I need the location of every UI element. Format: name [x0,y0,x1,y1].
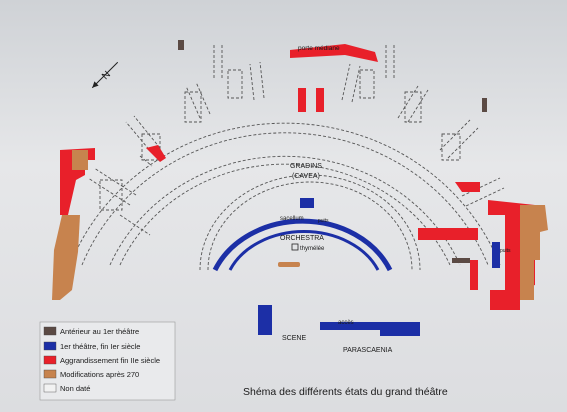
orchestra-ring [199,174,500,336]
sacellum-label: sacellum [280,216,304,222]
legend-item-first: 1er théâtre, fin Ier siècle [43,341,140,351]
legend-label: Modifications après 270 [60,370,139,379]
legend-item-modified: Modifications après 270 [43,369,139,379]
legend-item-undated: Non daté [43,383,90,393]
legend: Antérieur au 1er théâtre 1er théâtre, fi… [39,321,176,401]
legend-item-enlarged: Aggrandissement fin IIe siècle [43,355,160,365]
orchestra-label: ORCHESTRA [280,235,324,242]
cavea-label: (CAVEA) [292,173,320,180]
outer-cavea-walls [69,122,501,266]
chambers [99,69,461,211]
ochre-walls [52,150,548,300]
porte-mediane-label: porte médiane [298,45,340,52]
legend-label: Non daté [60,384,90,393]
caption: Shéma des différents états du grand théâ… [243,386,448,398]
legend-label: 1er théâtre, fin Ier siècle [60,342,140,351]
north-arrow: N [91,61,119,89]
puits-right-label: puits [500,248,511,254]
parascaenia-label: PARASCAENIA [343,347,393,354]
legend-item-anterior: Antérieur au 1er théâtre [43,326,139,336]
brown-walls [178,40,487,263]
acces-label: accès [338,320,354,326]
legend-label: Aggrandissement fin IIe siècle [60,356,160,365]
thymelee-label: thymélée [300,246,325,252]
radial-passages [87,44,505,236]
puits-inner-label: puits [318,218,329,224]
legend-label: Antérieur au 1er théâtre [60,327,139,336]
gradins-label: GRADINS [290,163,322,170]
north-label: N [100,69,113,82]
plan-labels: porte médiane GRADINS (CAVEA) sacellum p… [280,45,511,354]
thymelee-marker [291,243,299,251]
scene-label: SCENE [282,335,306,342]
